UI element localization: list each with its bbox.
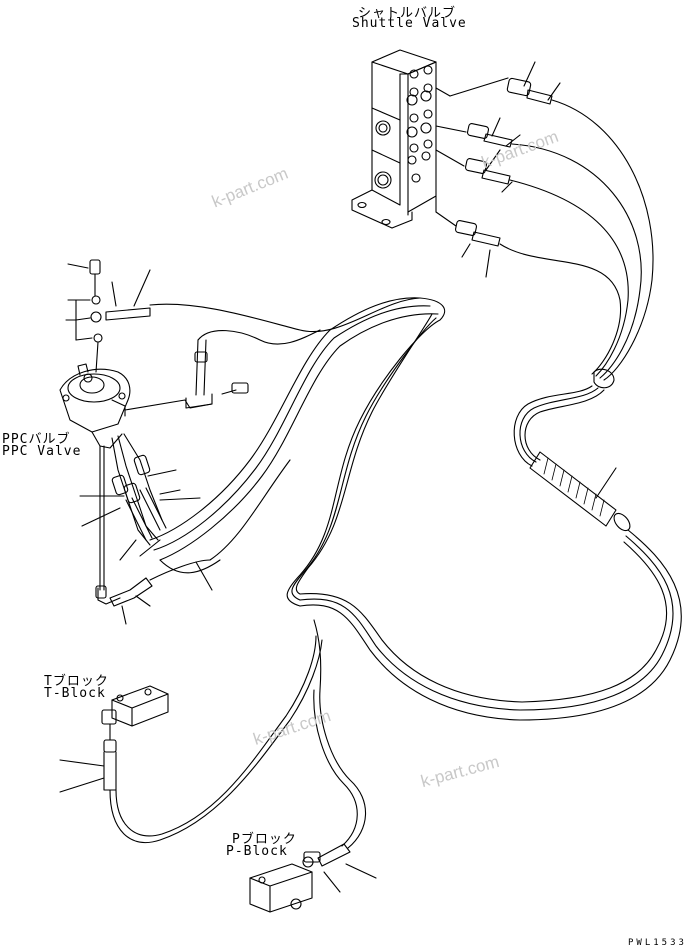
main-hose-bundle bbox=[149, 99, 682, 721]
ppc-valve bbox=[59, 339, 249, 449]
ppc-valve-label-en: PPC Valve bbox=[2, 444, 82, 459]
ppc-top-fittings bbox=[65, 259, 151, 373]
p-block bbox=[249, 619, 377, 913]
ppc-lower-hoses bbox=[79, 433, 213, 625]
misc-hose-lines bbox=[159, 459, 291, 574]
shuttle-valve-label-en: Shuttle Valve bbox=[352, 16, 467, 31]
ppc-valve-label-jp: PPCバルブ bbox=[2, 432, 71, 447]
t-block-label-en: T-Block bbox=[44, 686, 106, 701]
p-block-label-en: P-Block bbox=[226, 844, 288, 859]
t-block bbox=[59, 635, 323, 844]
shuttle-valve-body bbox=[351, 49, 437, 229]
shuttle-leader-lines bbox=[435, 61, 561, 278]
drawing-code: PWL1533 bbox=[628, 938, 687, 948]
shuttle-valve-label-jp: シャトルバルブ bbox=[358, 6, 457, 21]
t-block-label-jp: Tブロック bbox=[44, 674, 109, 689]
p-block-label-jp: Pブロック bbox=[232, 832, 297, 847]
